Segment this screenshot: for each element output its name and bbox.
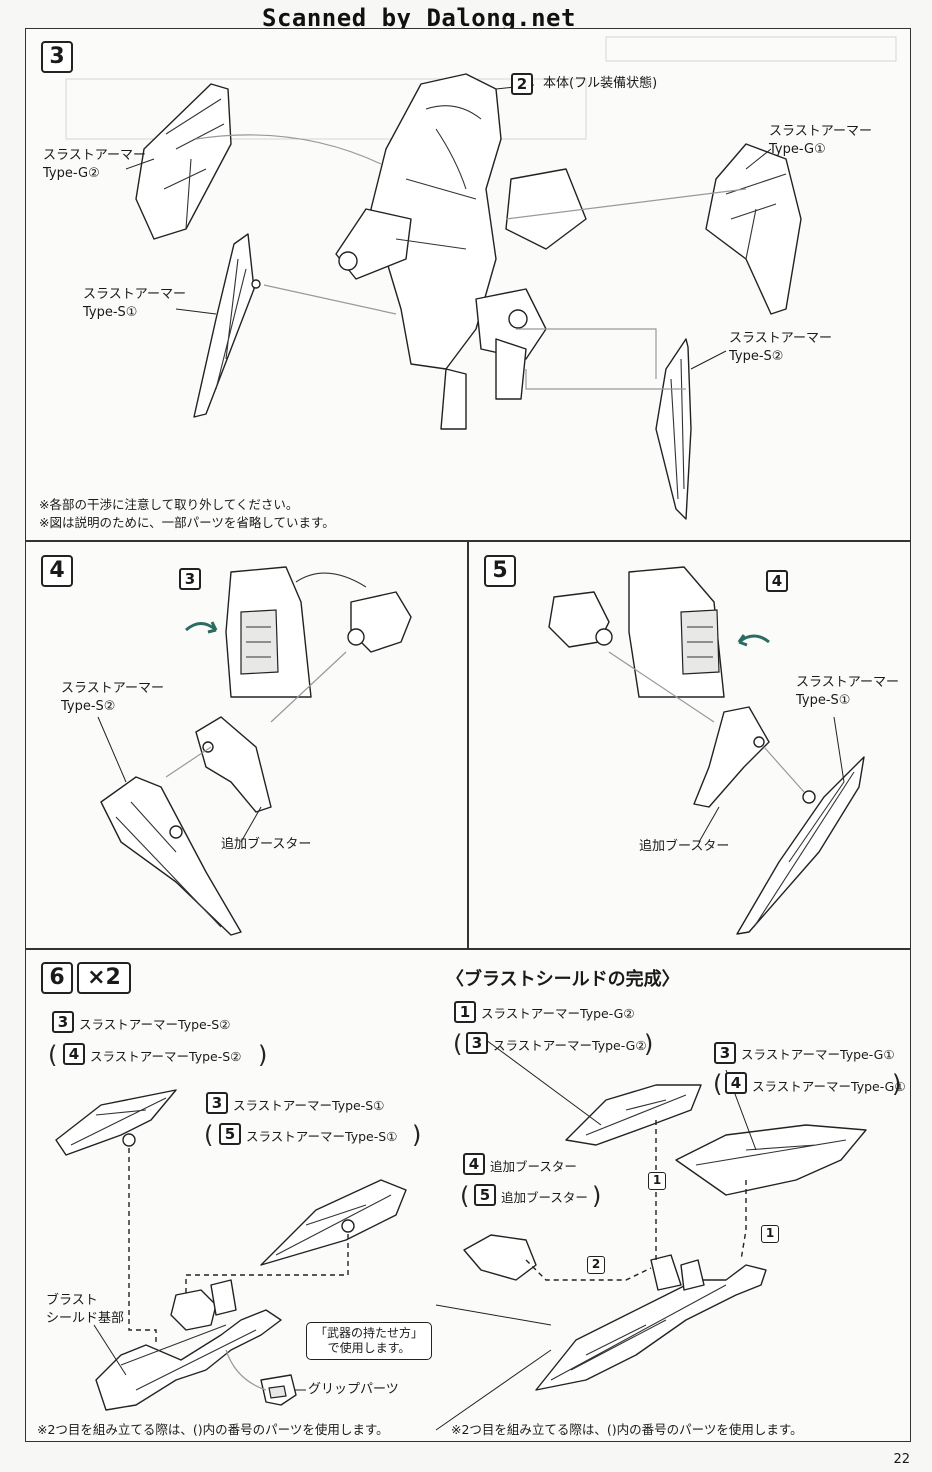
type-s2-label-line1: スラストアーマー bbox=[729, 331, 832, 346]
step-6-item-3-label: スラストアーマーType-S① bbox=[233, 1098, 385, 1113]
step-4-armor-label-line1: スラストアーマー bbox=[61, 681, 164, 696]
step-3-panel: 3 2 本体(フル装備状態) スラストアーマー Type-G② スラストアーマー… bbox=[25, 28, 911, 541]
seq-1-vertical: 1 bbox=[648, 1172, 666, 1190]
step-4-booster-label: 追加ブースター bbox=[221, 837, 312, 852]
scan-watermark: Scanned by Dalong.net bbox=[262, 4, 576, 32]
complete-item-3-label: スラストアーマーType-G① bbox=[741, 1047, 895, 1062]
complete-item-2-paren-close: ) bbox=[644, 1030, 654, 1058]
step-5-panel: 5 4 スラストアーマー Type-S① 追加ブースター bbox=[468, 541, 911, 949]
callout-line-2: で使用します。 bbox=[327, 1341, 411, 1355]
type-g2-label-line2: Type-G② bbox=[43, 166, 100, 181]
step-6-item-4-paren-close: ) bbox=[412, 1121, 422, 1149]
step-3-number: 3 bbox=[41, 41, 73, 73]
complete-item-2-tag: 3 bbox=[466, 1032, 488, 1054]
complete-note: ※2つ目を組み立てる際は、()内の番号のパーツを使用します。 bbox=[451, 1422, 803, 1437]
step-4-number: 4 bbox=[41, 555, 73, 587]
weapon-grip-callout: 「武器の持たせ方」 で使用します。 bbox=[306, 1322, 432, 1360]
complete-item-6-paren-open: ( bbox=[460, 1182, 470, 1210]
type-g1-label-line1: スラストアーマー bbox=[769, 124, 872, 139]
shield-base-label-line2: シールド基部 bbox=[46, 1311, 125, 1326]
step-4-ref-tag: 3 bbox=[179, 568, 201, 590]
complete-item-4-label: スラストアーマーType-G① bbox=[752, 1079, 906, 1094]
step-6-number: 6 bbox=[41, 962, 73, 994]
step-6-panel: 6 ×2 3 スラストアーマーType-S② ( 4 スラストアーマーType-… bbox=[25, 949, 911, 1442]
complete-item-4-tag: 4 bbox=[725, 1072, 747, 1094]
complete-item-2-paren-open: ( bbox=[453, 1030, 463, 1058]
complete-item-6-paren-close: ) bbox=[592, 1182, 602, 1210]
body-label: 本体(フル装備状態) bbox=[543, 76, 658, 91]
complete-item-6-label: 追加ブースター bbox=[501, 1190, 588, 1205]
shield-base-label-line1: ブラスト bbox=[46, 1293, 98, 1308]
body-ref-tag: 2 bbox=[511, 73, 533, 95]
step-6-item-2-paren-close: ) bbox=[258, 1041, 268, 1069]
step-6-item-1-label: スラストアーマーType-S② bbox=[79, 1017, 231, 1032]
type-s1-label-line1: スラストアーマー bbox=[83, 287, 186, 302]
step-5-armor-label-line1: スラストアーマー bbox=[796, 675, 899, 690]
step-6-illustration bbox=[55, 1039, 867, 1431]
type-s2-label-line2: Type-S② bbox=[729, 349, 784, 364]
page-number: 22 bbox=[893, 1452, 910, 1467]
step-4-illustration bbox=[97, 566, 412, 936]
complete-item-1-label: スラストアーマーType-G② bbox=[481, 1006, 635, 1021]
step-6-item-2-paren-open: ( bbox=[48, 1041, 58, 1069]
step-5-armor-label-line2: Type-S① bbox=[796, 693, 851, 708]
complete-item-1-tag: 1 bbox=[454, 1001, 476, 1023]
step-5-booster-label: 追加ブースター bbox=[639, 839, 730, 854]
complete-item-2-label: スラストアーマーType-G② bbox=[493, 1038, 647, 1053]
step-6-multiplier: ×2 bbox=[77, 962, 131, 994]
type-g2-label-line1: スラストアーマー bbox=[43, 148, 146, 163]
type-s1-label-line2: Type-S① bbox=[83, 305, 138, 320]
step-6-item-3-tag: 3 bbox=[206, 1092, 228, 1114]
type-g1-label-line2: Type-G① bbox=[769, 142, 826, 157]
complete-item-4-paren-open: ( bbox=[713, 1070, 723, 1098]
step-3-note-1: ※各部の干渉に注意して取り外してください。 bbox=[39, 497, 299, 512]
complete-item-5-label: 追加ブースター bbox=[490, 1159, 577, 1174]
step-6-item-1-tag: 3 bbox=[52, 1011, 74, 1033]
step-6-item-2-tag: 4 bbox=[63, 1043, 85, 1065]
step-4-armor-label-line2: Type-S② bbox=[61, 699, 116, 714]
step-5-ref-tag: 4 bbox=[766, 570, 788, 592]
complete-item-4-paren-close: ) bbox=[892, 1070, 902, 1098]
step-6-note: ※2つ目を組み立てる際は、()内の番号のパーツを使用します。 bbox=[37, 1422, 389, 1437]
complete-heading: 〈ブラストシールドの完成〉 bbox=[446, 969, 680, 990]
step-3-illustration bbox=[65, 36, 897, 520]
step-6-item-4-tag: 5 bbox=[219, 1123, 241, 1145]
seq-1-right: 1 bbox=[761, 1225, 779, 1243]
seq-2: 2 bbox=[587, 1256, 605, 1274]
grip-part-label: グリップパーツ bbox=[308, 1382, 399, 1397]
step-6-item-2-label: スラストアーマーType-S② bbox=[90, 1049, 242, 1064]
complete-item-3-tag: 3 bbox=[714, 1042, 736, 1064]
step-5-illustration bbox=[548, 566, 865, 935]
complete-item-6-tag: 5 bbox=[474, 1184, 496, 1206]
step-6-item-4-paren-open: ( bbox=[204, 1121, 214, 1149]
callout-line-1: 「武器の持たせ方」 bbox=[314, 1326, 423, 1340]
step-5-number: 5 bbox=[484, 555, 516, 587]
step-3-note-2: ※図は説明のために、一部パーツを省略しています。 bbox=[39, 515, 335, 530]
complete-item-5-tag: 4 bbox=[463, 1153, 485, 1175]
step-6-item-4-label: スラストアーマーType-S① bbox=[246, 1129, 398, 1144]
step-4-panel: 4 3 スラストアーマー Type-S② 追加ブースター bbox=[25, 541, 468, 949]
